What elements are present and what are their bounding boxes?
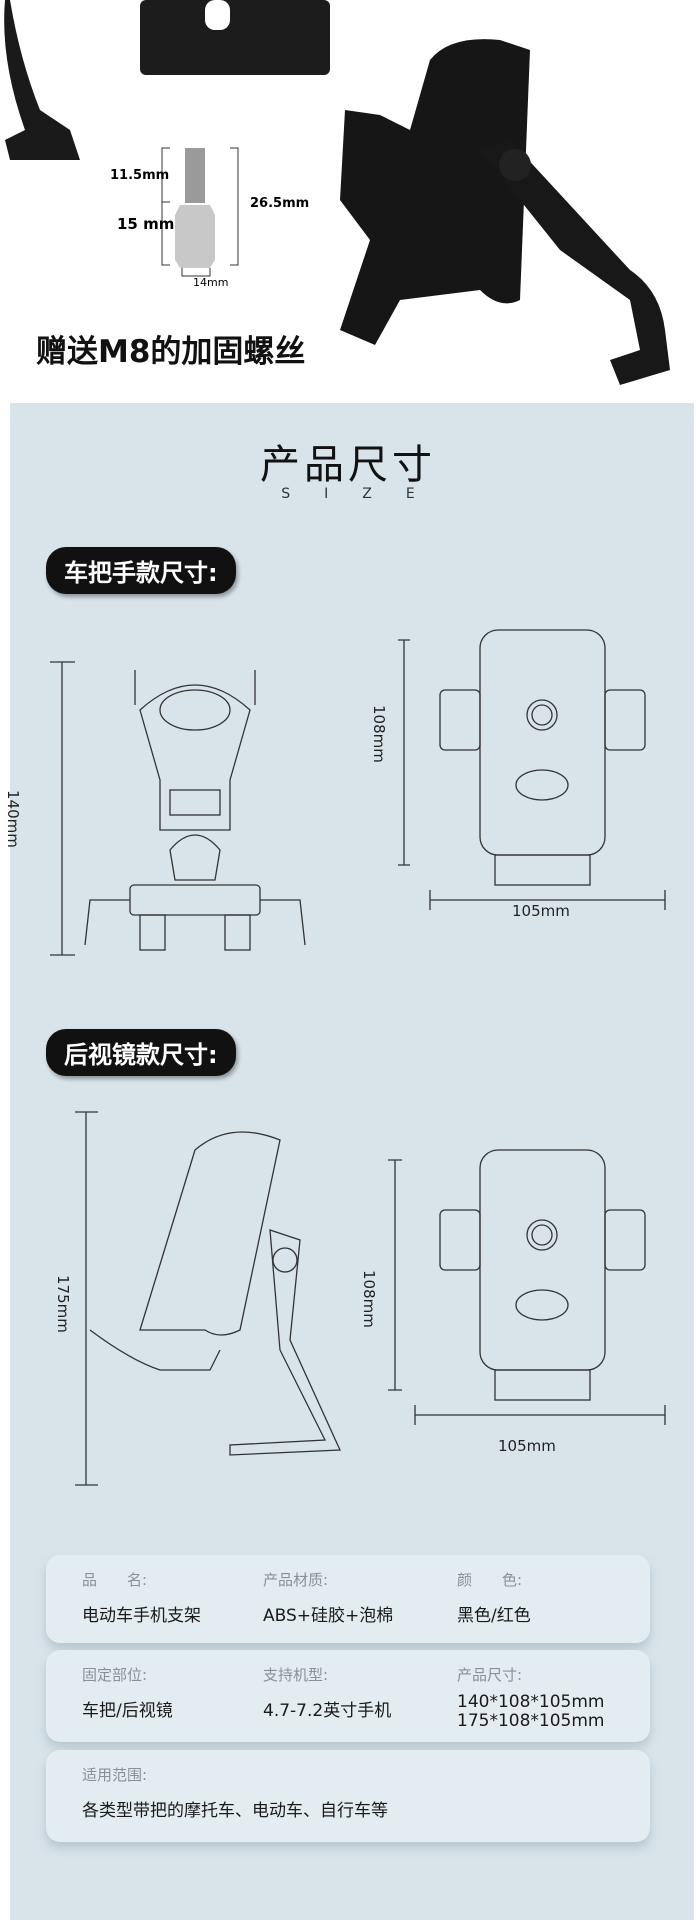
mirror-holder-height-dim: 108mm bbox=[360, 1270, 378, 1328]
product-photo bbox=[4, 0, 670, 385]
spec-value: 黑色/红色 bbox=[457, 1606, 531, 1626]
mirror-height-dim: 175mm bbox=[54, 1275, 72, 1333]
spec-value-2: 175*108*105mm bbox=[457, 1711, 605, 1731]
spec-card-3: 适用范围: 各类型带把的摩托车、电动车、自行车等 bbox=[46, 1750, 650, 1842]
spec-value: 140*108*105mm bbox=[457, 1692, 605, 1712]
mirror-diagram bbox=[75, 1111, 666, 1486]
mirror-label: 后视镜款尺寸: bbox=[46, 1029, 236, 1076]
bolt-image bbox=[175, 148, 215, 268]
spec-card-2: 固定部位: 车把/后视镜 支持机型: 4.7-7.2英寸手机 产品尺寸: 140*10… bbox=[46, 1650, 650, 1742]
bolt-width-dim: 14mm bbox=[193, 276, 229, 289]
spec-label: 固定部位: bbox=[82, 1666, 148, 1684]
product-photo-section: 11.5mm 15 mm 26.5mm 14mm 赠送M8的加固螺丝 bbox=[0, 0, 696, 400]
spec-value: 车把/后视镜 bbox=[82, 1701, 173, 1721]
spec-label: 适用范围: bbox=[82, 1766, 148, 1784]
spec-label: 支持机型: bbox=[263, 1666, 329, 1684]
spec-label: 品 名: bbox=[82, 1571, 148, 1589]
spec-value: ABS+硅胶+泡棉 bbox=[263, 1606, 394, 1626]
spec-value: 4.7-7.2英寸手机 bbox=[263, 1701, 392, 1721]
bolt-total-dim: 26.5mm bbox=[250, 196, 310, 211]
spec-label: 产品尺寸: bbox=[457, 1666, 523, 1684]
spec-value: 各类型带把的摩托车、电动车、自行车等 bbox=[82, 1801, 388, 1821]
section-subtitle: SIZE bbox=[281, 486, 449, 502]
section-title: 产品尺寸 bbox=[260, 442, 436, 488]
bolt-hex-dim: 15 mm bbox=[117, 215, 175, 233]
spec-value: 电动车手机支架 bbox=[82, 1606, 201, 1626]
spec-label: 产品材质: bbox=[263, 1571, 329, 1589]
mirror-holder-width-dim: 105mm bbox=[498, 1437, 556, 1455]
handlebar-holder-width-dim: 105mm bbox=[512, 902, 570, 920]
handlebar-diagram bbox=[50, 629, 666, 956]
spec-label: 颜 色: bbox=[457, 1571, 523, 1589]
bolt-thread-dim: 11.5mm bbox=[110, 168, 170, 183]
bolt-caption: 赠送M8的加固螺丝 bbox=[36, 334, 306, 370]
handlebar-holder-height-dim: 108mm bbox=[370, 705, 388, 763]
handlebar-label: 车把手款尺寸: bbox=[46, 547, 236, 594]
handlebar-height-dim: 140mm bbox=[4, 790, 22, 848]
spec-card-1: 品 名: 电动车手机支架 产品材质: ABS+硅胶+泡棉 颜 色: 黑色/红色 bbox=[46, 1555, 650, 1643]
